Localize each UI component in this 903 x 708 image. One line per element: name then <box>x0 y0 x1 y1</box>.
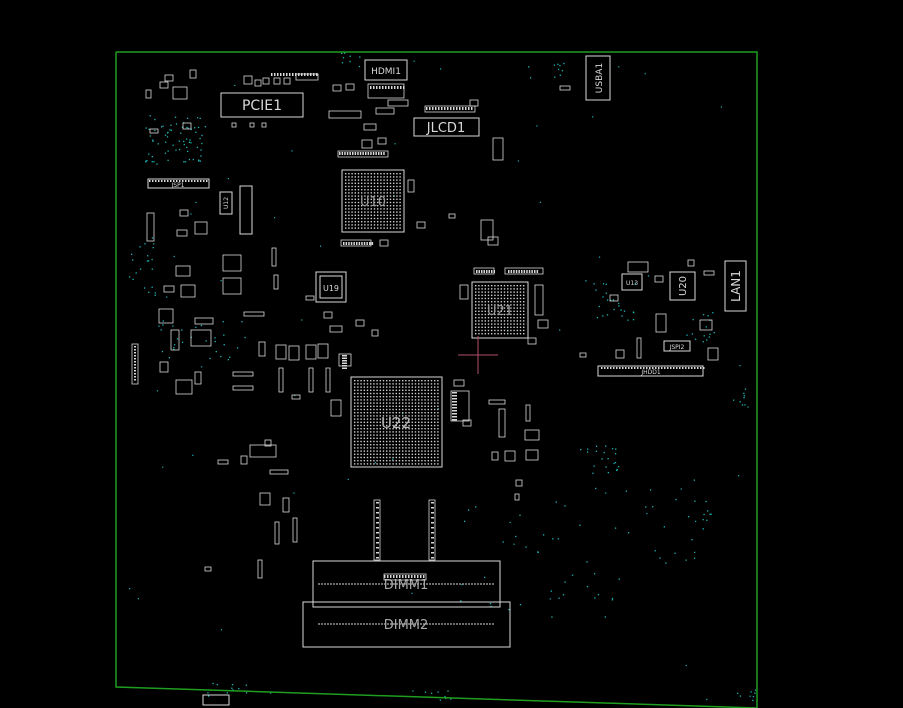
chip-u22[interactable]: U22 <box>350 376 443 468</box>
hdmi-label: HDMI1 <box>371 67 401 77</box>
hdd-connector[interactable]: JHDD1 <box>597 365 704 377</box>
dimm1-slot[interactable]: DIMM1 <box>312 560 501 608</box>
vertical-header <box>239 185 253 235</box>
chip-u19[interactable]: U19 <box>315 271 347 303</box>
dimm2-label: DIMM2 <box>384 618 429 633</box>
jhdd-label: JHDD1 <box>640 369 661 376</box>
u22-ball-grid <box>354 380 439 465</box>
u10-ball-grid <box>345 173 401 229</box>
u20-label: U20 <box>678 276 689 296</box>
chip-u13[interactable]: U13 <box>621 273 643 291</box>
crosshair-cursor <box>458 336 498 374</box>
left-header[interactable]: JSP1 <box>147 178 210 189</box>
dimm2-slot[interactable]: DIMM2 <box>302 601 511 648</box>
u10-label: U10 <box>360 195 386 210</box>
hdmi-connector[interactable]: HDMI1 <box>364 59 408 81</box>
lcd-connector[interactable]: JLCD1 <box>413 117 480 137</box>
u22-label: U22 <box>381 414 411 432</box>
u13-label: U13 <box>626 280 638 287</box>
via-layer <box>128 52 757 702</box>
passive-components <box>131 69 719 581</box>
chip-u12[interactable]: U12 <box>219 191 233 215</box>
usba-label: USBA1 <box>595 63 605 93</box>
lan-connector[interactable]: LAN1 <box>724 260 747 312</box>
u21-ball-grid <box>475 285 525 335</box>
usb-connector[interactable]: USBA1 <box>585 55 611 101</box>
pcie-connector[interactable]: PCIE1 <box>220 92 304 118</box>
board-outline <box>115 51 758 708</box>
u12-label: U12 <box>223 197 230 209</box>
pcie-label: PCIE1 <box>242 98 282 114</box>
chip-u10[interactable]: U10 <box>341 169 405 233</box>
u19-label: U19 <box>323 284 339 293</box>
jspi-label: JSP1 <box>170 182 184 189</box>
jspi2-label: JSPI2 <box>669 344 685 351</box>
jlcd-label: JLCD1 <box>426 121 465 136</box>
chip-u21[interactable]: U21 <box>471 281 529 339</box>
lan-label: LAN1 <box>729 270 743 302</box>
dimm1-label: DIMM1 <box>384 578 429 593</box>
chip-u20[interactable]: U20 <box>669 271 696 301</box>
spi-header[interactable]: JSPI2 <box>663 340 691 352</box>
bottom-connector <box>202 694 230 706</box>
u21-label: U21 <box>487 304 513 319</box>
